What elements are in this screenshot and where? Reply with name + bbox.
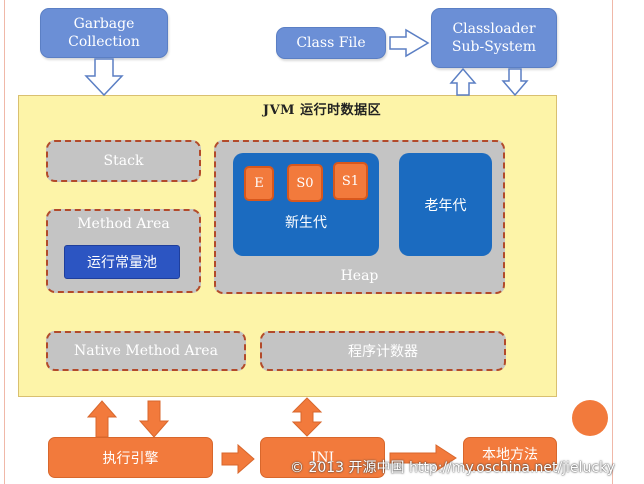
stack-region: Stack: [46, 140, 201, 182]
survivor-s1-box: S1: [333, 162, 368, 200]
execution-engine-box: 执行引擎: [48, 437, 213, 478]
program-counter-region: 程序计数器: [260, 331, 506, 371]
jni-double-arrow: [291, 397, 323, 437]
class-file-box: Class File: [276, 27, 386, 59]
gc-down-arrow: [84, 58, 124, 97]
classloader-down-arrow: [501, 68, 529, 97]
page-border-right: [612, 0, 613, 484]
young-generation-label: 新生代: [285, 215, 327, 231]
watermark-text: © 2013 开源中国 http://my.oschina.net/jieluc…: [290, 460, 615, 476]
native-method-area-region: Native Method Area: [46, 331, 246, 371]
heap-label: Heap: [340, 268, 379, 284]
decorative-circle: [572, 400, 608, 436]
old-generation-box: 老年代: [399, 153, 492, 256]
classfile-right-arrow: [389, 28, 430, 58]
jvm-title: JVM 运行时数据区: [262, 103, 382, 118]
eden-box: E: [244, 166, 274, 201]
execution-down-arrow: [138, 400, 170, 438]
garbage-collection-box: Garbage Collection: [40, 8, 168, 58]
method-area-label: Method Area: [77, 216, 170, 232]
classloader-box: Classloader Sub-System: [431, 8, 557, 68]
runtime-constant-pool-box: 运行常量池: [64, 245, 180, 279]
jni-box: JNI: [260, 437, 385, 478]
page-border-left: [4, 0, 5, 484]
stack-label: Stack: [103, 153, 144, 169]
execution-up-arrow: [86, 400, 118, 438]
execution-to-jni-arrow: [221, 443, 255, 475]
jni-to-native-arrow: [389, 444, 457, 472]
survivor-s0-box: S0: [287, 164, 323, 202]
classloader-up-arrow: [449, 67, 477, 96]
native-library-box: 本地方法: [463, 437, 557, 471]
